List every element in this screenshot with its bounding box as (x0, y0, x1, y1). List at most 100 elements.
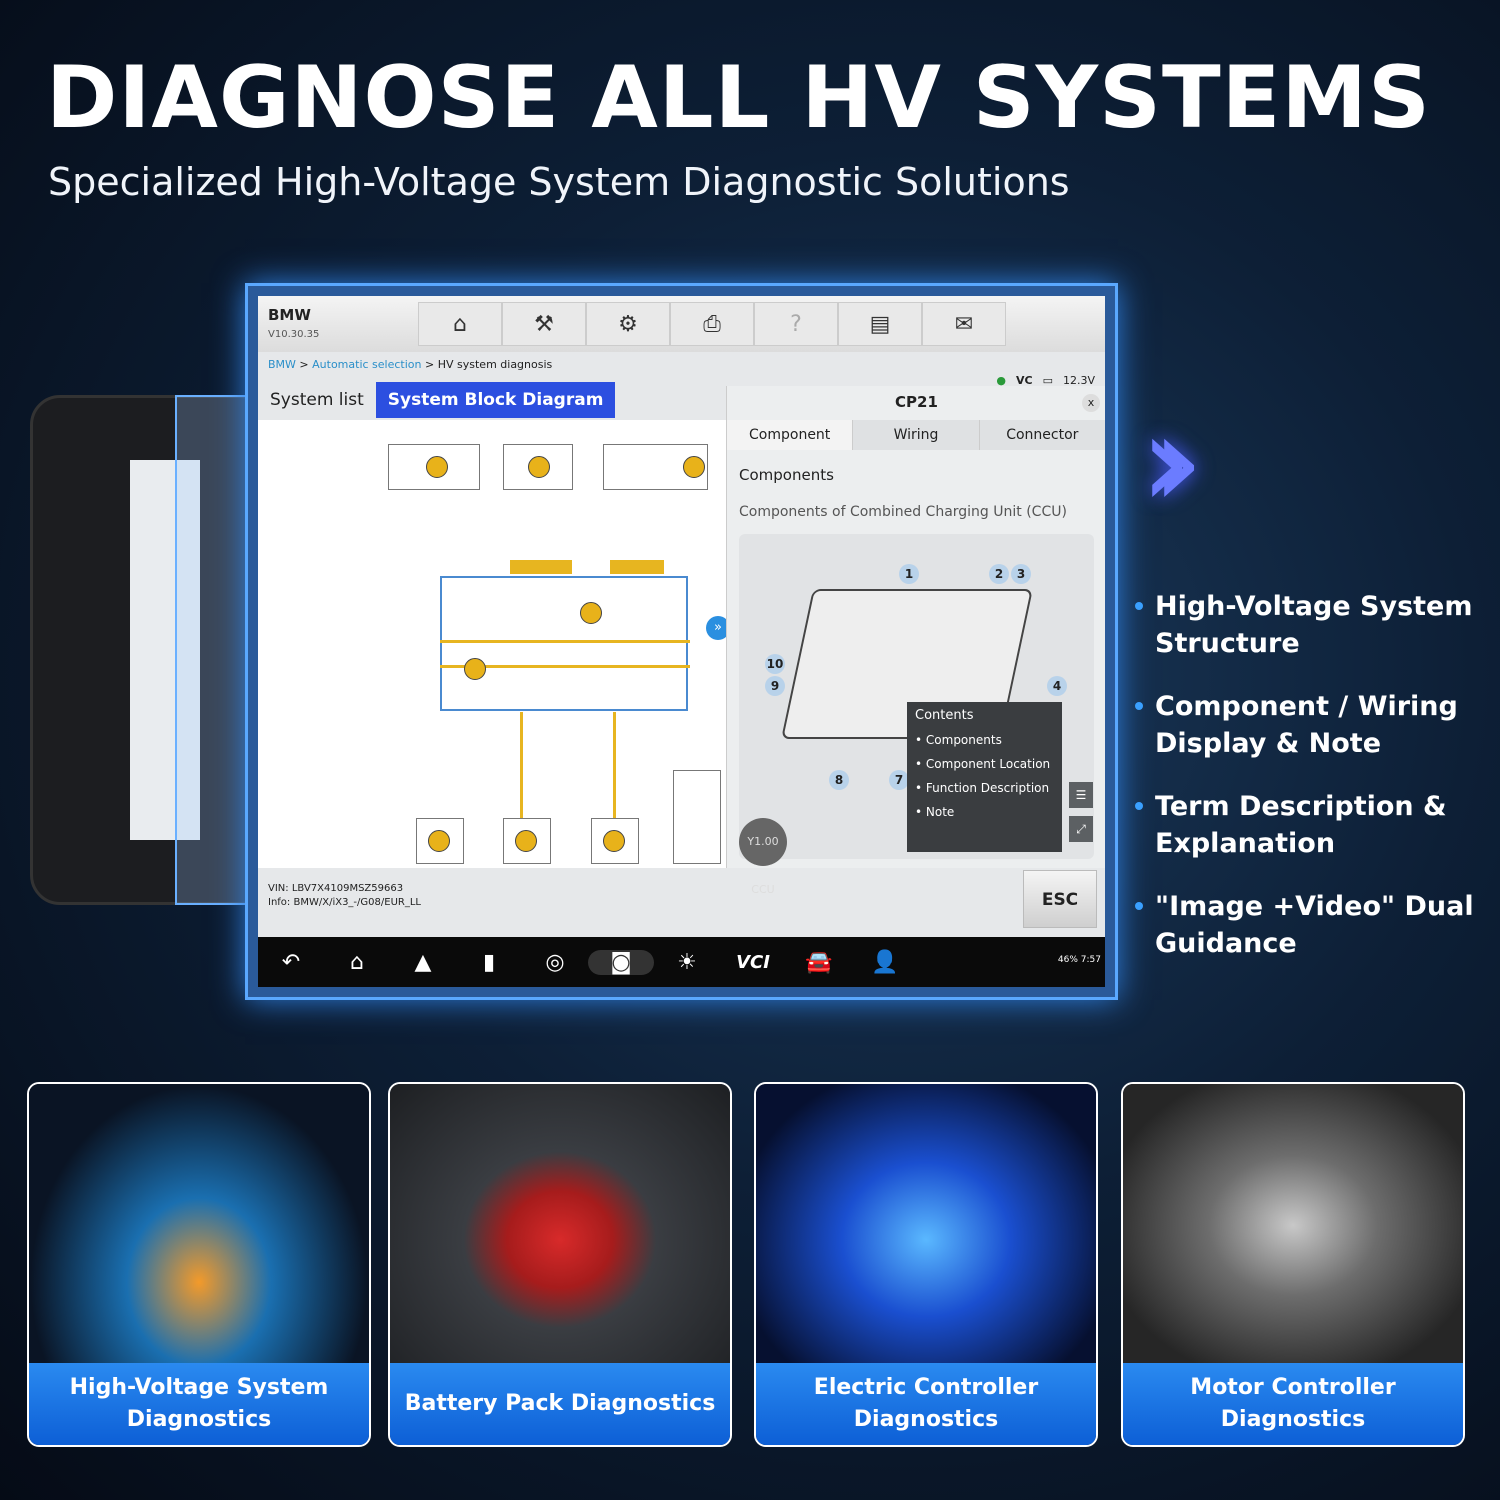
tab-connector[interactable]: Connector (979, 420, 1105, 450)
car-check-icon[interactable]: 🚘 (805, 949, 833, 975)
chrome-icon[interactable]: ◎ (545, 949, 565, 975)
menu-item[interactable]: • Function Description (915, 781, 1050, 795)
menu-item[interactable]: • Component Location (915, 757, 1051, 771)
breadcrumb-sep: > (295, 358, 313, 371)
callout[interactable]: 8 (829, 770, 849, 790)
app-header: BMW V10.30.35 ⌂ ⚒ ⚙ ⎙ ? ▤ ✉ (258, 296, 1105, 352)
menu-title: Contents (915, 708, 974, 723)
feature-item: "Image +Video" Dual Guidance (1135, 888, 1495, 962)
breadcrumb-current: HV system diagnosis (437, 358, 553, 371)
menu-item[interactable]: • Components (915, 733, 1002, 747)
card-hv-system: High-Voltage System Diagnostics (27, 1082, 371, 1447)
voltage-readout: 12.3V (1062, 374, 1095, 387)
bullet-icon (1135, 702, 1143, 710)
feature-item: High-Voltage System Structure (1135, 588, 1495, 662)
card-label: Electric Controller Diagnostics (756, 1363, 1096, 1445)
panel-title: CP21 (895, 393, 938, 411)
gear-icon[interactable]: ⚙ (586, 302, 670, 346)
breadcrumb-root[interactable]: BMW (268, 358, 296, 371)
background-screen-layer (130, 460, 200, 840)
component-icon (426, 456, 448, 478)
card-battery-pack: Battery Pack Diagnostics (388, 1082, 732, 1447)
callout[interactable]: 4 (1047, 676, 1067, 696)
printer-icon[interactable]: ⎙ (670, 302, 754, 346)
bullet-icon (1135, 802, 1143, 810)
feature-item: Term Description & Explanation (1135, 788, 1495, 862)
component-icon (580, 602, 602, 624)
card-label: Battery Pack Diagnostics (390, 1363, 730, 1445)
callout[interactable]: 10 (765, 654, 785, 674)
cp21-block[interactable] (440, 576, 688, 711)
vehicle-details: Info: BMW/X/iX3_-/G08/EUR_LL (268, 897, 421, 908)
vci-icon[interactable]: VCI (736, 951, 770, 973)
component-label: Y1.00 CCU (739, 818, 787, 896)
component-icon (464, 658, 486, 680)
section-caption: Components of Combined Charging Unit (CC… (739, 504, 1067, 520)
vin: VIN: LBV7X4109MSZ59663 (268, 883, 404, 894)
feature-item: Component / Wiring Display & Note (1135, 688, 1495, 762)
feature-list: High-Voltage System Structure Component … (1135, 588, 1495, 988)
brand-name: BMW (268, 306, 311, 324)
hv-car-image (29, 1084, 369, 1367)
help-icon[interactable]: ? (754, 302, 838, 346)
lift-icon[interactable]: ⚒ (502, 302, 586, 346)
card-label: High-Voltage System Diagnostics (29, 1363, 369, 1445)
component-icon (528, 456, 550, 478)
battery-icon: ▭ (1042, 374, 1053, 387)
save-icon[interactable]: ▤ (838, 302, 922, 346)
contents-menu: Contents • Components • Component Locati… (907, 702, 1062, 852)
gears-image (1123, 1084, 1463, 1367)
brightness-icon[interactable]: ☀ (677, 949, 697, 975)
vehicle-info: VIN: LBV7X4109MSZ59663 Info: BMW/X/iX3_-… (268, 882, 421, 910)
callout[interactable]: 9 (765, 676, 785, 696)
bullet-icon (1135, 902, 1143, 910)
close-icon[interactable]: x (1082, 394, 1100, 412)
esc-button[interactable]: ESC (1023, 870, 1097, 928)
menu-item[interactable]: • Note (915, 805, 955, 819)
battery-image (390, 1084, 730, 1367)
system-status: 46% 7:57 (1057, 955, 1101, 965)
callout[interactable]: 2 (989, 564, 1009, 584)
android-icon[interactable]: ▲ (414, 949, 432, 975)
breadcrumb: BMW > Automatic selection > HV system di… (268, 358, 552, 371)
ccu-illustration: 1 2 3 4 7 8 9 10 Contents • Components •… (739, 534, 1094, 896)
diagnostic-screen: BMW V10.30.35 ⌂ ⚒ ⚙ ⎙ ? ▤ ✉ BMW > Automa… (245, 283, 1118, 1000)
section-heading: Components (739, 466, 834, 484)
tab-component[interactable]: Component (727, 420, 854, 450)
globe-icon: ● (996, 374, 1006, 387)
recent-apps-icon[interactable]: ▮ (482, 949, 496, 975)
breadcrumb-step[interactable]: Automatic selection (312, 358, 422, 371)
remote-expert-icon[interactable]: 👤 (871, 949, 899, 975)
camera-icon[interactable]: ◙ (588, 949, 654, 975)
tab-wiring[interactable]: Wiring (853, 420, 980, 450)
tab-system-block-diagram[interactable]: System Block Diagram (375, 382, 616, 418)
headline-title: DIAGNOSE ALL HV SYSTEMS (46, 48, 1431, 148)
android-taskbar: ↶ ⌂ ▲ ▮ ◎ ◙ ☀ VCI 🚘 👤 46% 7:57 (258, 937, 1105, 987)
home-m-icon[interactable]: ⌂ (418, 302, 502, 346)
module-box[interactable] (673, 770, 721, 864)
message-icon[interactable]: ✉ (922, 302, 1006, 346)
fullscreen-icon[interactable]: ⤢ (1069, 816, 1093, 842)
vci-status: VC (1015, 374, 1033, 387)
tab-system-list[interactable]: System list (270, 390, 364, 410)
home-icon[interactable]: ⌂ (350, 949, 364, 975)
electric-car-image (756, 1084, 1096, 1367)
component-icon (515, 830, 537, 852)
software-version: V10.30.35 (268, 329, 320, 340)
card-label: Motor Controller Diagnostics (1123, 1363, 1463, 1445)
callout[interactable]: 7 (889, 770, 909, 790)
breadcrumb-sep: > (421, 358, 438, 371)
component-icon (428, 830, 450, 852)
status-bar: ● VC ▭ 12.3V (996, 374, 1095, 387)
back-icon[interactable]: ↶ (281, 949, 301, 975)
card-motor-controller: Motor Controller Diagnostics (1121, 1082, 1465, 1447)
bullet-icon (1135, 602, 1143, 610)
component-icon (683, 456, 705, 478)
callout[interactable]: 3 (1011, 564, 1031, 584)
list-icon[interactable]: ☰ (1069, 782, 1093, 808)
card-electric-controller: Electric Controller Diagnostics (754, 1082, 1098, 1447)
callout[interactable]: 1 (899, 564, 919, 584)
component-icon (603, 830, 625, 852)
component-panel: CP21 x Component Wiring Connector Compon… (726, 386, 1105, 896)
chevron-right-icon: ›› (1140, 385, 1204, 537)
